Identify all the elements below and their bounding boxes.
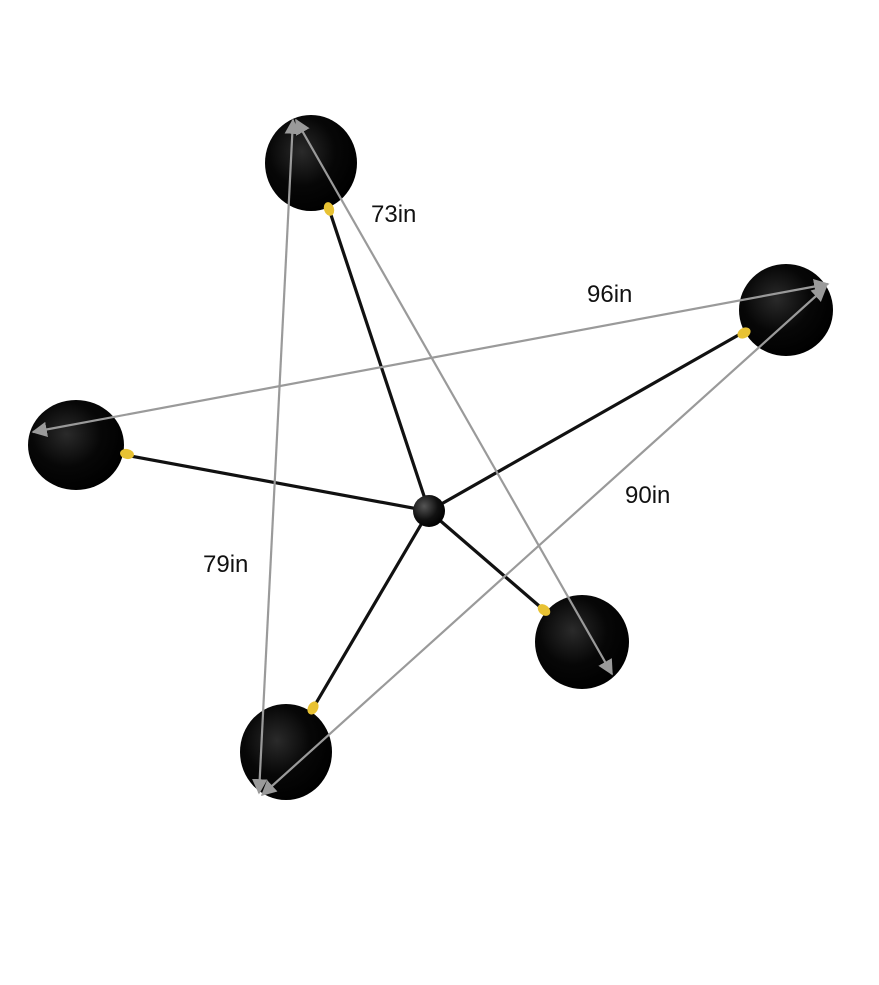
globe-right	[739, 264, 833, 356]
dimension-arrow-top-to-bottom-left	[252, 118, 300, 795]
dimension-label-90: 90in	[625, 482, 670, 509]
globe-left	[28, 400, 124, 490]
socket-left	[120, 448, 134, 460]
globe-top	[265, 115, 357, 211]
arm-right	[427, 331, 744, 513]
arm-left	[123, 453, 431, 513]
dimension-label-73: 73in	[371, 201, 416, 228]
globes	[28, 115, 833, 800]
center-hub	[413, 495, 445, 527]
dimension-arrow-left-to-right	[31, 278, 830, 438]
arms	[123, 210, 744, 712]
dimension-label-96: 96in	[587, 281, 632, 308]
dimension-labels: 73in 96in 90in 79in	[203, 201, 670, 578]
dimension-arrow-top-to-right-bottom	[295, 118, 613, 676]
arm-bottom-left	[310, 509, 431, 712]
dimension-arrows	[31, 118, 830, 797]
globe-bottom-left	[240, 704, 332, 800]
dimension-arrow-right-to-bottom-left	[260, 285, 828, 797]
dimension-label-79: 79in	[203, 551, 248, 578]
